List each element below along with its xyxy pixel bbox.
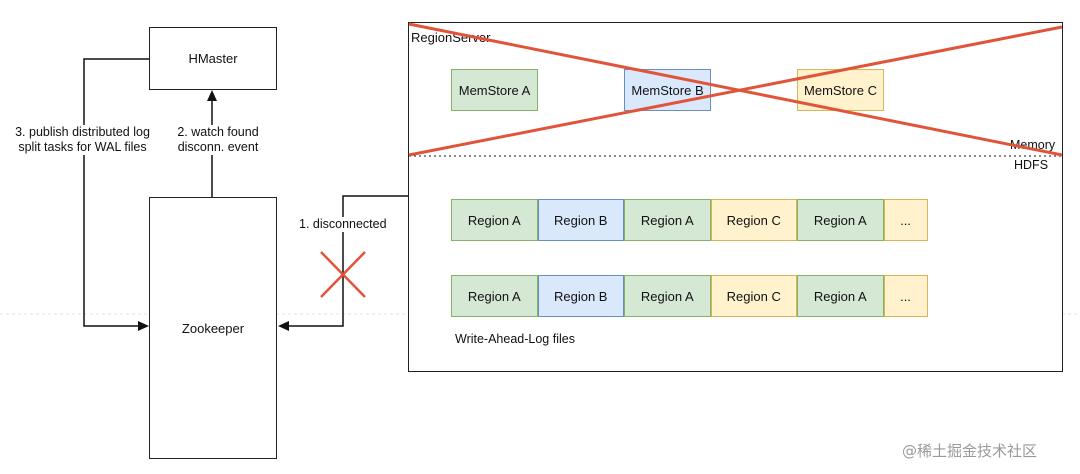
wal-segment: ... [883, 275, 928, 317]
wal-segment: Region A [624, 275, 711, 317]
wal-segment-label: Region A [640, 288, 694, 304]
hmaster-node: HMaster [149, 27, 277, 90]
memstore-label: MemStore C [804, 82, 877, 98]
wal-segment-label: Region A [640, 212, 694, 228]
publish-edge [83, 58, 149, 327]
wal-segment: Region C [710, 199, 797, 241]
wal-segment-label: Region C [726, 288, 781, 304]
disconnected-edge-label: 1. disconnected [299, 217, 387, 232]
hdfs-label: HDFS [1014, 158, 1049, 172]
wal-segment: Region B [537, 275, 624, 317]
memstore-box: MemStore C [797, 69, 884, 111]
wal-segment-label: Region A [467, 288, 521, 304]
memory-cross-stroke-2 [408, 25, 1063, 157]
zookeeper-label: Zookeeper [181, 320, 245, 336]
wal-segment-label: ... [900, 212, 911, 228]
watch-edge-label: 2. watch found disconn. event [170, 125, 266, 155]
publish-label-line-2: split tasks for WAL files [18, 140, 147, 154]
hmaster-label: HMaster [188, 51, 238, 66]
wal-segment: Region A [624, 199, 711, 241]
wal-segment-label: ... [900, 288, 911, 304]
disconnect-cross-stroke-2 [320, 251, 366, 298]
wal-segment: Region A [451, 275, 538, 317]
zookeeper-node: Zookeeper [149, 197, 277, 459]
wal-segment-label: Region B [554, 212, 608, 228]
memory-label: Memory [1010, 138, 1056, 152]
wal-segment-label: Region A [813, 288, 867, 304]
memstore-box: MemStore B [624, 69, 711, 111]
watch-arrowhead [207, 90, 217, 101]
wal-segment: Region A [797, 199, 884, 241]
memstore-label: MemStore B [631, 82, 704, 98]
regionserver-label: RegionServer [411, 30, 491, 45]
wal-segment: Region C [710, 275, 797, 317]
wal-label: Write-Ahead-Log files [455, 332, 575, 346]
wal-segment: ... [883, 199, 928, 241]
publish-edge-label: 3. publish distributed log split tasks f… [10, 125, 155, 155]
disconnected-arrowhead [278, 321, 289, 331]
watch-label-line-2: disconn. event [177, 140, 259, 154]
publish-arrowhead [138, 321, 149, 331]
wal-segment: Region A [797, 275, 884, 317]
wal-segment-label: Region A [813, 212, 867, 228]
wal-segment-label: Region A [467, 212, 521, 228]
memstore-box: MemStore A [451, 69, 538, 111]
memstore-label: MemStore A [458, 82, 531, 98]
wal-segment: Region B [537, 199, 624, 241]
wal-segment-label: Region B [554, 288, 608, 304]
wal-segment-label: Region C [726, 212, 781, 228]
disconnected-edge [288, 195, 409, 327]
watch-label-line-1: 2. watch found [177, 125, 259, 139]
publish-label-line-1: 3. publish distributed log [15, 125, 150, 139]
wal-segment: Region A [451, 199, 538, 241]
watermark-text: @稀土掘金技术社区 [902, 442, 1038, 460]
